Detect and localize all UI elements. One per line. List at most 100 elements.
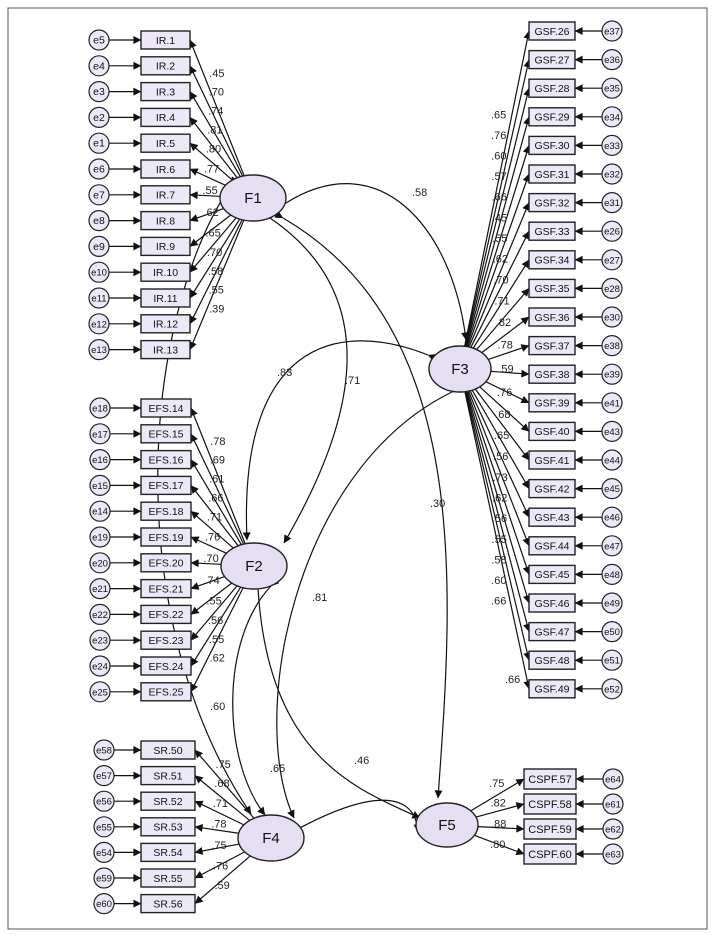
loading-path-sr-55 (194, 851, 245, 879)
error-term-e11: e11 (88, 287, 110, 309)
loading-path-ir-4 (189, 117, 238, 179)
error-label: e11 (91, 294, 106, 305)
loading-path-gsf-49 (464, 391, 532, 690)
indicator-gsf-29: GSF.29 (528, 107, 576, 127)
error-label: e46 (604, 513, 620, 524)
error-term-e51: e51 (601, 649, 623, 671)
error-term-e12: e12 (88, 313, 110, 335)
indicator-label: EFS.17 (148, 480, 183, 492)
loading-label-ir-7: .55 (202, 185, 217, 197)
indicator-label: GSF.31 (534, 169, 569, 181)
indicator-label: GSF.41 (534, 455, 569, 467)
loading-path-gsf-34 (472, 259, 530, 349)
loading-path-gsf-31 (467, 173, 531, 347)
error-term-e30: e30 (601, 306, 623, 328)
loading-path-ir-7 (189, 191, 221, 200)
indicator-gsf-45: GSF.45 (528, 564, 576, 585)
covariance-label-f1-f2: .71 (345, 375, 360, 387)
loading-path-gsf-46 (466, 391, 531, 604)
error-term-e24: e24 (89, 655, 111, 677)
indicator-ir-3: IR.3 (140, 81, 191, 102)
loading-label-gsf-49: .66 (491, 596, 506, 608)
indicator-label: EFS.23 (148, 635, 183, 647)
loading-label-ir-8: .62 (203, 207, 218, 219)
indicator-label: IR.3 (156, 86, 175, 98)
indicator-gsf-26: GSF.26 (528, 21, 576, 41)
loading-path-ir-11 (189, 218, 241, 299)
indicator-ir-7: IR.7 (140, 185, 191, 205)
error-label: e10 (91, 268, 107, 279)
loading-label-sr-52: .71 (213, 798, 228, 810)
error-term-e45: e45 (601, 478, 623, 500)
loading-label-sr-53: .78 (211, 819, 226, 831)
error-term-e52: e52 (601, 678, 623, 700)
indicator-label: GSF.48 (534, 655, 569, 667)
loading-label-gsf-44: .62 (492, 492, 507, 504)
loading-label-gsf-33: .62 (493, 254, 508, 266)
covariance-label-f3-f4: .81 (312, 592, 327, 604)
error-label: e36 (604, 55, 620, 66)
loading-label-sr-51: .68 (214, 778, 229, 790)
covariance-f1-f2 (261, 210, 348, 544)
error-label: e39 (604, 370, 620, 381)
loading-label-efs-19: .76 (205, 532, 220, 544)
error-term-e1: e1 (88, 132, 110, 154)
error-label: e59 (96, 874, 112, 885)
loading-label-efs-14: .78 (210, 436, 225, 448)
loading-path-efs-23 (190, 585, 238, 641)
loading-label-ir-2: .70 (209, 87, 224, 99)
indicator-efs-18: EFS.18 (140, 501, 192, 521)
error-term-e34: e34 (601, 106, 623, 128)
error-term-e3: e3 (88, 80, 110, 103)
loading-label-ir-4: .81 (207, 124, 222, 136)
error-label: e13 (91, 345, 107, 356)
loading-label-gsf-28: .60 (491, 150, 506, 162)
loading-path-cspf-59 (477, 824, 525, 833)
indicator-efs-15: EFS.15 (140, 424, 192, 444)
loading-path-ir-9 (189, 214, 232, 247)
loading-label-ir-3: .74 (208, 105, 223, 117)
error-label: e5 (93, 35, 105, 47)
error-term-e60: e60 (93, 892, 115, 915)
indicator-label: IR.5 (156, 138, 175, 150)
indicator-sr-55: SR.55 (140, 868, 196, 888)
loading-path-gsf-29 (465, 116, 531, 347)
loading-path-ir-10 (189, 217, 237, 273)
indicator-label: GSF.35 (534, 283, 569, 295)
indicator-label: GSF.38 (534, 369, 569, 381)
indicator-label: GSF.32 (534, 197, 569, 209)
indicator-ir-6: IR.6 (140, 159, 191, 179)
error-label: e51 (604, 656, 620, 667)
error-label: e22 (92, 610, 108, 621)
loading-path-sr-51 (194, 775, 251, 821)
loading-label-cspf-57: .75 (489, 778, 504, 790)
error-term-e41: e41 (601, 392, 623, 414)
error-label: e62 (605, 825, 621, 836)
error-label: e25 (92, 687, 108, 698)
indicator-label: CSPF.58 (528, 799, 571, 811)
indicator-efs-23: EFS.23 (140, 630, 192, 650)
indicator-label: SR.54 (153, 847, 182, 859)
indicator-label: CSPF.60 (528, 849, 571, 861)
error-term-e59: e59 (93, 867, 115, 889)
indicator-label: GSF.36 (534, 312, 569, 324)
indicator-ir-8: IR.8 (140, 210, 191, 231)
indicator-cspf-60: CSPF.60 (523, 843, 577, 865)
loading-path-cspf-60 (474, 834, 525, 856)
indicator-gsf-35: GSF.35 (528, 278, 576, 299)
loading-label-ir-1: .45 (209, 68, 224, 80)
error-label: e9 (93, 241, 105, 253)
loading-path-ir-13 (189, 219, 245, 350)
loading-path-efs-14 (190, 407, 246, 545)
loading-path-gsf-38 (490, 369, 530, 378)
loading-path-efs-16 (190, 459, 242, 546)
error-term-e4: e4 (88, 55, 110, 77)
indicator-gsf-49: GSF.49 (528, 679, 576, 699)
covariance-label-f2-f4: .66 (505, 674, 520, 686)
error-term-e44: e44 (601, 449, 623, 471)
loading-label-sr-50: .75 (216, 759, 231, 771)
indicator-label: IR.7 (156, 190, 175, 202)
indicator-gsf-28: GSF.28 (528, 78, 576, 98)
loading-label-gsf-30: .66 (492, 192, 507, 204)
indicator-ir-9: IR.9 (140, 236, 191, 257)
